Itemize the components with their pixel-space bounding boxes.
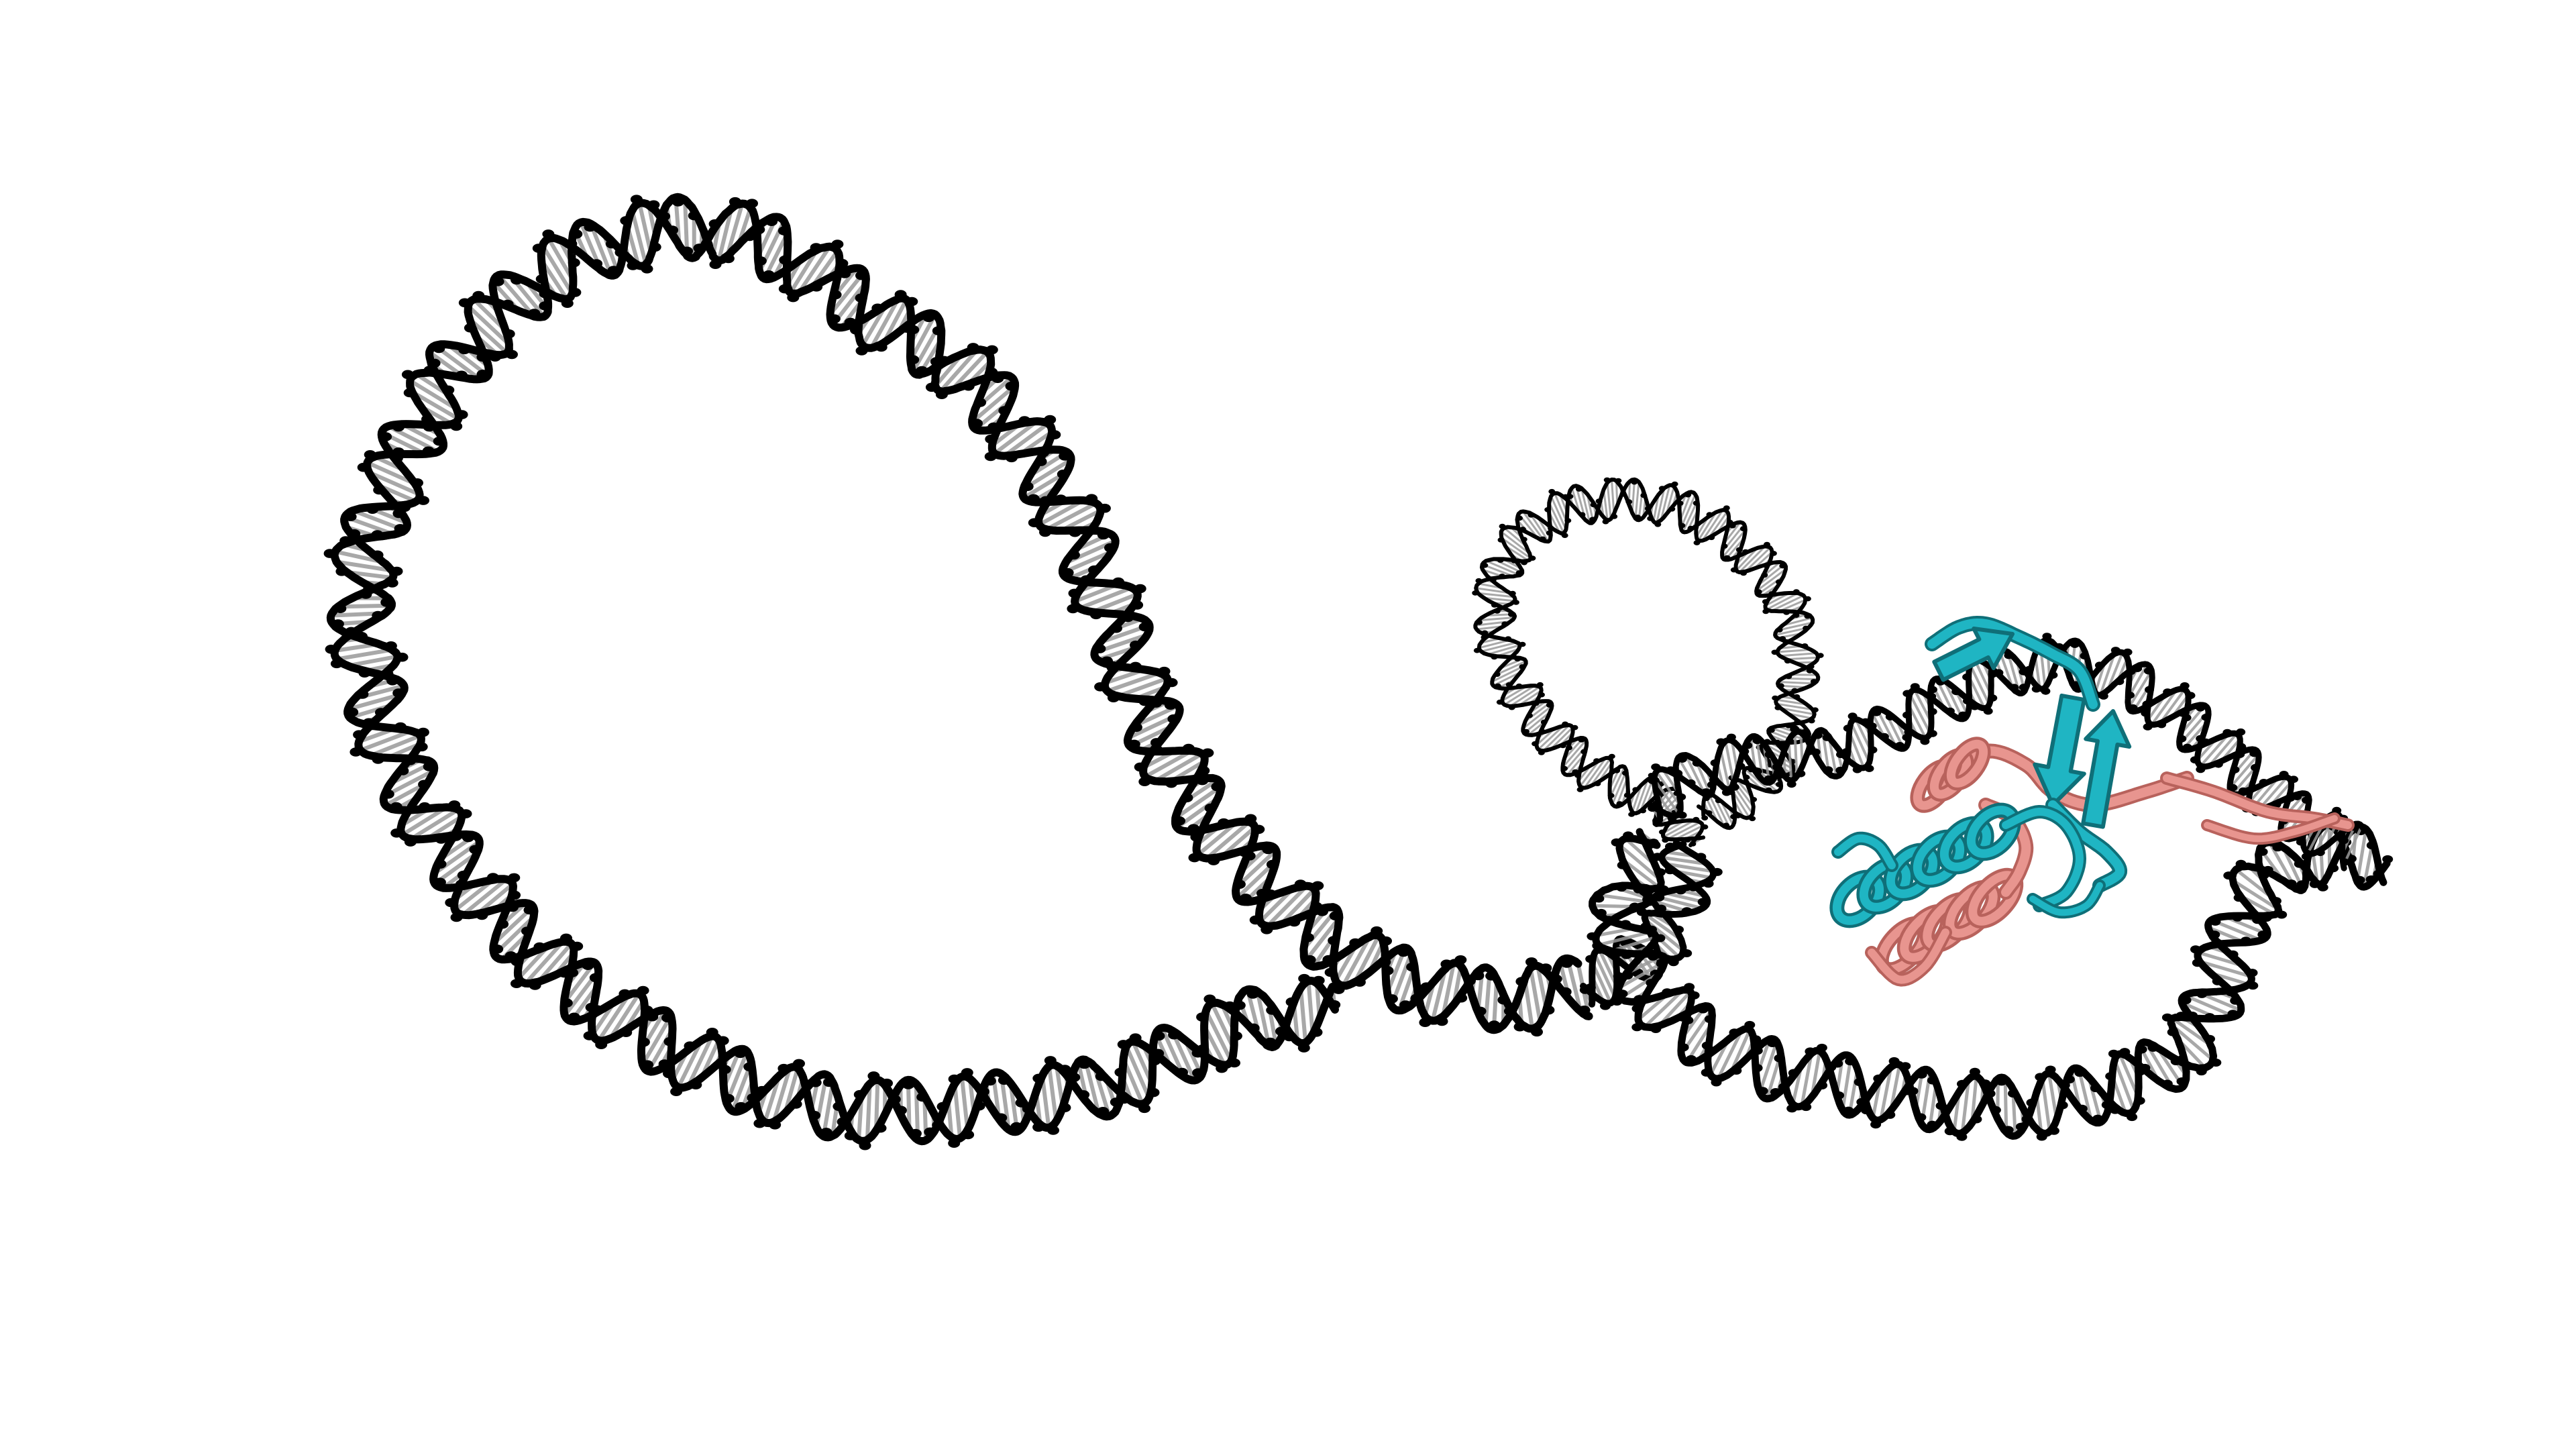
dna-terminal-coil-inner-phosphates	[1648, 633, 2359, 866]
dna-terminal-coil	[1587, 817, 2394, 1141]
dna-large-loop-strand-a	[326, 193, 1582, 1146]
dna-large-loop-phosphates	[323, 195, 1591, 1150]
dna-large-loop	[323, 193, 1593, 1150]
pink-helix-1	[1910, 737, 1991, 813]
cyan-sheet-1	[1932, 627, 2015, 682]
cyan-loop-3	[1834, 834, 1896, 869]
cyan-sheet-3	[2081, 709, 2132, 829]
dna-terminal-coil-phosphates	[1587, 817, 2394, 1141]
protein-complex	[1829, 616, 2355, 987]
protein-chain-pink	[1865, 737, 2355, 987]
pink-loop-5	[1868, 928, 1949, 984]
protein-chain-cyan	[1829, 616, 2132, 928]
dna-double-helix	[323, 193, 2394, 1150]
dna-small-loop-phosphates	[1472, 477, 1824, 847]
cyan-loop-5	[2029, 882, 2103, 916]
cyan-helix-1	[1829, 802, 2021, 928]
pink-loop-3	[2204, 815, 2338, 843]
dna-small-loop	[1472, 477, 1824, 847]
cyan-sheet-2	[2033, 693, 2086, 807]
cyan-loop-4	[2002, 808, 2084, 910]
cyan-loop-1	[1927, 619, 2098, 709]
